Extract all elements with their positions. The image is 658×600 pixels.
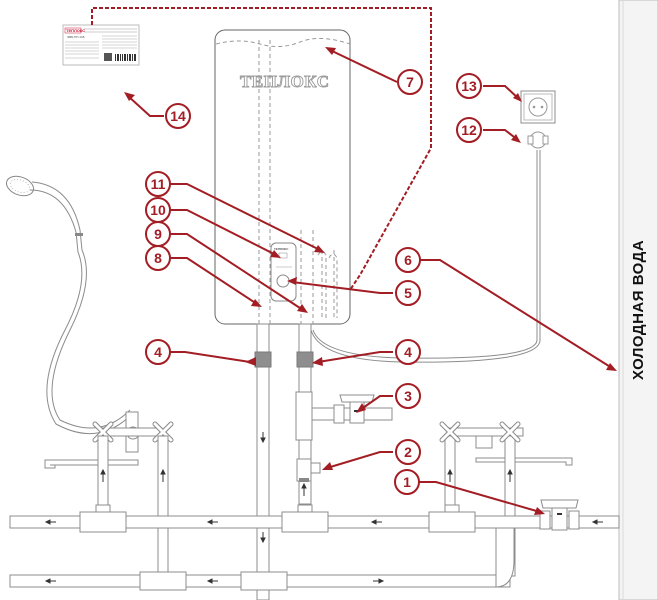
- svg-text:3: 3: [404, 388, 412, 404]
- callout-4-cold: 4: [395, 339, 421, 365]
- nameplate-brand: ТЕПЛОКС: [66, 28, 85, 33]
- ball-valve-inlet[interactable]: [539, 499, 580, 531]
- barcode-icon: [115, 54, 136, 61]
- svg-text:5: 5: [404, 285, 412, 301]
- callout-3: 3: [395, 383, 421, 409]
- callout-13: 13: [456, 73, 482, 99]
- heater-brand: ТЕПЛОКС: [240, 72, 329, 91]
- hot-water-pipe: [256, 323, 270, 600]
- power-socket: [520, 90, 556, 124]
- heater-pipes: [254, 323, 393, 600]
- svg-text:6: 6: [404, 252, 412, 268]
- ball-valve-tee[interactable]: [333, 394, 375, 424]
- hot-water-main: [9, 527, 515, 591]
- tap-handle-icon[interactable]: [499, 421, 521, 443]
- dielectric-coupler-hot: [254, 351, 272, 368]
- nameplate-model: ЭВБ-ПП-168: [67, 35, 85, 39]
- callout-1: 1: [394, 469, 420, 495]
- svg-text:14: 14: [170, 108, 186, 124]
- svg-text:4: 4: [154, 344, 162, 360]
- nameplate: ТЕПЛОКС ЭВБ-ПП-168: [62, 24, 140, 66]
- svg-text:13: 13: [461, 78, 477, 94]
- callout-8: 8: [145, 245, 171, 271]
- svg-text:8: 8: [154, 250, 162, 266]
- callout-6: 6: [395, 247, 421, 273]
- callout-14: 14: [165, 103, 191, 129]
- callout-5: 5: [395, 280, 421, 306]
- svg-text:7: 7: [406, 74, 414, 90]
- callout-4-hot: 4: [145, 339, 171, 365]
- callout-leaders: [124, 47, 617, 515]
- dielectric-coupler-cold: [296, 351, 314, 368]
- svg-text:2: 2: [404, 444, 412, 460]
- callout-12: 12: [456, 117, 482, 143]
- svg-text:12: 12: [461, 122, 477, 138]
- left-mixer: [44, 411, 174, 577]
- indicator-lamps: [278, 252, 288, 259]
- svg-text:1: 1: [403, 474, 411, 490]
- callout-11: 11: [145, 171, 171, 197]
- shower-head: [5, 175, 135, 435]
- svg-text:9: 9: [154, 226, 162, 242]
- right-mixer: [439, 421, 573, 577]
- water-heater: ТЕПЛОКС ТЕПЛОКС: [214, 29, 351, 325]
- panel-brand: ТЕПЛОКС: [274, 247, 289, 251]
- wall-label: ХОЛОДНАЯ ВОДА: [630, 240, 647, 380]
- svg-text:10: 10: [150, 202, 166, 218]
- cold-water-wall: ХОЛОДНАЯ ВОДА: [618, 0, 658, 600]
- svg-text:4: 4: [404, 344, 412, 360]
- power-cable-route: [91, 7, 432, 291]
- callout-2: 2: [395, 439, 421, 465]
- qr-code-icon: [104, 53, 112, 61]
- water-level-line: [215, 38, 351, 48]
- flow-arrows: [44, 432, 603, 584]
- check-valve: [296, 458, 321, 482]
- callout-9: 9: [145, 221, 171, 247]
- svg-text:11: 11: [151, 176, 166, 192]
- tap-handle-icon[interactable]: [439, 421, 461, 443]
- callout-7: 7: [397, 69, 423, 95]
- callout-10: 10: [145, 197, 171, 223]
- cold-water-main: [9, 504, 620, 533]
- plug: [527, 131, 549, 149]
